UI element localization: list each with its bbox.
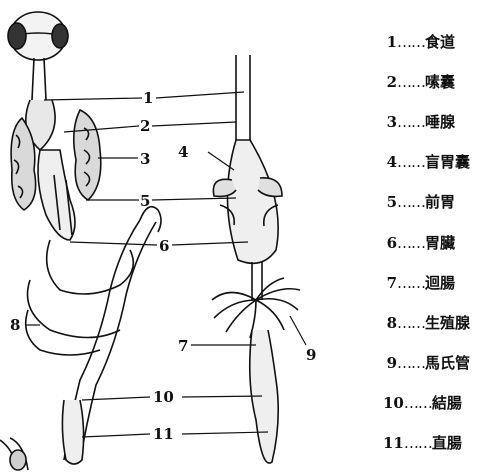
right-crop [226, 139, 279, 265]
leader-10-left [81, 396, 151, 401]
leader-6-right [171, 241, 249, 246]
legend-item: 1……食道 [383, 32, 455, 52]
legend-leader: …… [397, 234, 426, 252]
legend-number: 2 [386, 73, 397, 91]
leader-4 [207, 151, 235, 171]
legend-term: 前胃 [425, 193, 456, 211]
legend-number: 8 [386, 314, 397, 332]
right-caeca-left [212, 178, 237, 198]
gonad [24, 309, 101, 356]
callout-4: 4 [178, 143, 188, 161]
right-specimen-drawing [211, 55, 301, 464]
legend-term: 直腸 [431, 434, 462, 452]
legend-leader: …… [397, 33, 426, 51]
stomach-folds [45, 239, 135, 295]
legend-item: 9……馬氏管 [383, 353, 470, 373]
legend-number: 7 [386, 274, 397, 292]
callout-10: 10 [153, 388, 174, 406]
left-eye [7, 22, 27, 50]
gastric-caeca [53, 174, 73, 236]
legend-leader: …… [397, 193, 426, 211]
callout-labels: 1 2 3 4 5 6 7 8 9 10 11 [10, 89, 316, 443]
hook [139, 205, 162, 233]
leader-9 [289, 315, 307, 346]
leader-6-left [69, 241, 158, 246]
legend-item: 7……迴腸 [383, 273, 455, 293]
leader-2-right [151, 121, 237, 127]
leader-2 [63, 125, 140, 133]
leader-1-left [43, 97, 143, 101]
legend-item: 8……生殖腺 [383, 313, 470, 333]
legend-term: 結腸 [431, 394, 462, 412]
leader-1-right [155, 91, 245, 99]
callout-1: 1 [143, 89, 153, 107]
legend-leader: …… [397, 354, 426, 372]
leader-lines [25, 91, 307, 438]
callout-8: 8 [10, 316, 20, 334]
leader-11-right [181, 431, 269, 435]
legend-number: 6 [386, 234, 397, 252]
callout-7: 7 [178, 337, 188, 355]
legend-number: 11 [383, 434, 404, 452]
callout-11: 11 [153, 425, 174, 443]
leader-5-right [151, 197, 237, 201]
legend-leader: …… [397, 73, 426, 91]
callout-3: 3 [140, 150, 150, 168]
legend-item: 2……嗉囊 [383, 72, 455, 92]
salivary-gland-right [72, 108, 102, 202]
colon-left [61, 399, 85, 465]
right-esophagus [235, 55, 251, 140]
right-eye [51, 23, 69, 49]
legend-item: 11……直腸 [383, 433, 462, 453]
legend-leader: …… [397, 153, 426, 171]
salivary-gland-left [10, 116, 37, 211]
legend-number: 9 [386, 354, 397, 372]
leader-11-left [81, 433, 151, 438]
legend-term: 唾腺 [425, 113, 456, 131]
callout-2: 2 [140, 117, 150, 135]
leader-10-right [181, 395, 263, 398]
legend-item: 3……唾腺 [383, 112, 455, 132]
legend-number: 5 [386, 193, 397, 211]
legend-number: 1 [386, 33, 397, 51]
malpighian-tubules [211, 277, 301, 339]
legend-number: 3 [386, 113, 397, 131]
legend-number: 10 [383, 394, 404, 412]
callout-5: 5 [140, 192, 150, 210]
right-caeca-right [257, 177, 283, 198]
callout-6: 6 [159, 237, 169, 255]
legend-number: 4 [386, 153, 397, 171]
legend-leader: …… [397, 113, 426, 131]
legend-leader: …… [403, 434, 433, 452]
legend-term: 食道 [425, 33, 456, 51]
legend-leader: …… [397, 314, 426, 332]
legend-item: 6……胃臟 [383, 233, 455, 253]
legend-term: 盲胃囊 [425, 153, 471, 171]
legend-leader: …… [397, 274, 426, 292]
legend-term: 嗉囊 [425, 73, 456, 91]
legend-term: 馬氏管 [425, 354, 471, 372]
right-ileum [251, 262, 263, 300]
legend-term: 生殖腺 [425, 314, 471, 332]
right-colon [248, 329, 280, 464]
left-specimen-drawing [0, 11, 162, 471]
callout-9: 9 [306, 346, 316, 364]
legend-term: 迴腸 [425, 274, 456, 292]
legend-term: 胃臟 [425, 234, 456, 252]
legend-leader: …… [403, 394, 433, 412]
legend-item: 4……盲胃囊 [383, 152, 470, 172]
legend-item: 5……前胃 [383, 192, 455, 212]
legend-item: 10……結腸 [383, 393, 462, 413]
